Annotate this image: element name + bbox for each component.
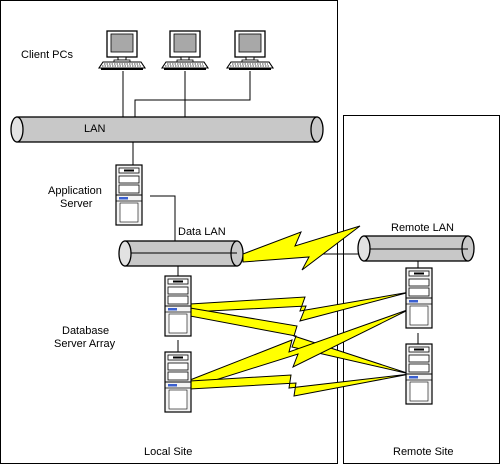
client-pc-icon[interactable] [226,30,274,71]
application-server-label-line2: Server [60,198,93,210]
remote-lan-label: Remote LAN [391,222,454,234]
lightning-icon [189,373,411,397]
database-server-icon[interactable] [164,275,192,337]
remote-server-icon[interactable] [405,267,433,329]
application-server-icon[interactable] [115,164,143,226]
database-server-array-label-line1: Database [62,325,109,337]
client-pc-icon[interactable] [161,30,209,71]
data-lan-pipe [118,240,244,267]
client-pc-icon[interactable] [98,30,146,71]
application-server-label: Application Server [48,185,105,210]
database-server-array-label: Database Server Array [54,325,116,350]
application-server-label-line1: Application [48,185,102,197]
lightning-icon [189,307,411,375]
remote-server-icon[interactable] [405,343,433,405]
client-pcs-label: Client PCs [21,49,73,61]
remote-lan-pipe [357,235,475,262]
lan-pipe [10,116,324,143]
database-server-array-label-line2: Server Array [54,338,116,350]
database-server-icon[interactable] [164,351,192,413]
lightning-icon [242,225,361,271]
wan-links [189,225,411,397]
remote-site-label: Remote Site [393,446,454,458]
data-lan-label: Data LAN [178,226,226,238]
lan-label: LAN [84,123,105,135]
local-site-label: Local Site [144,446,192,458]
